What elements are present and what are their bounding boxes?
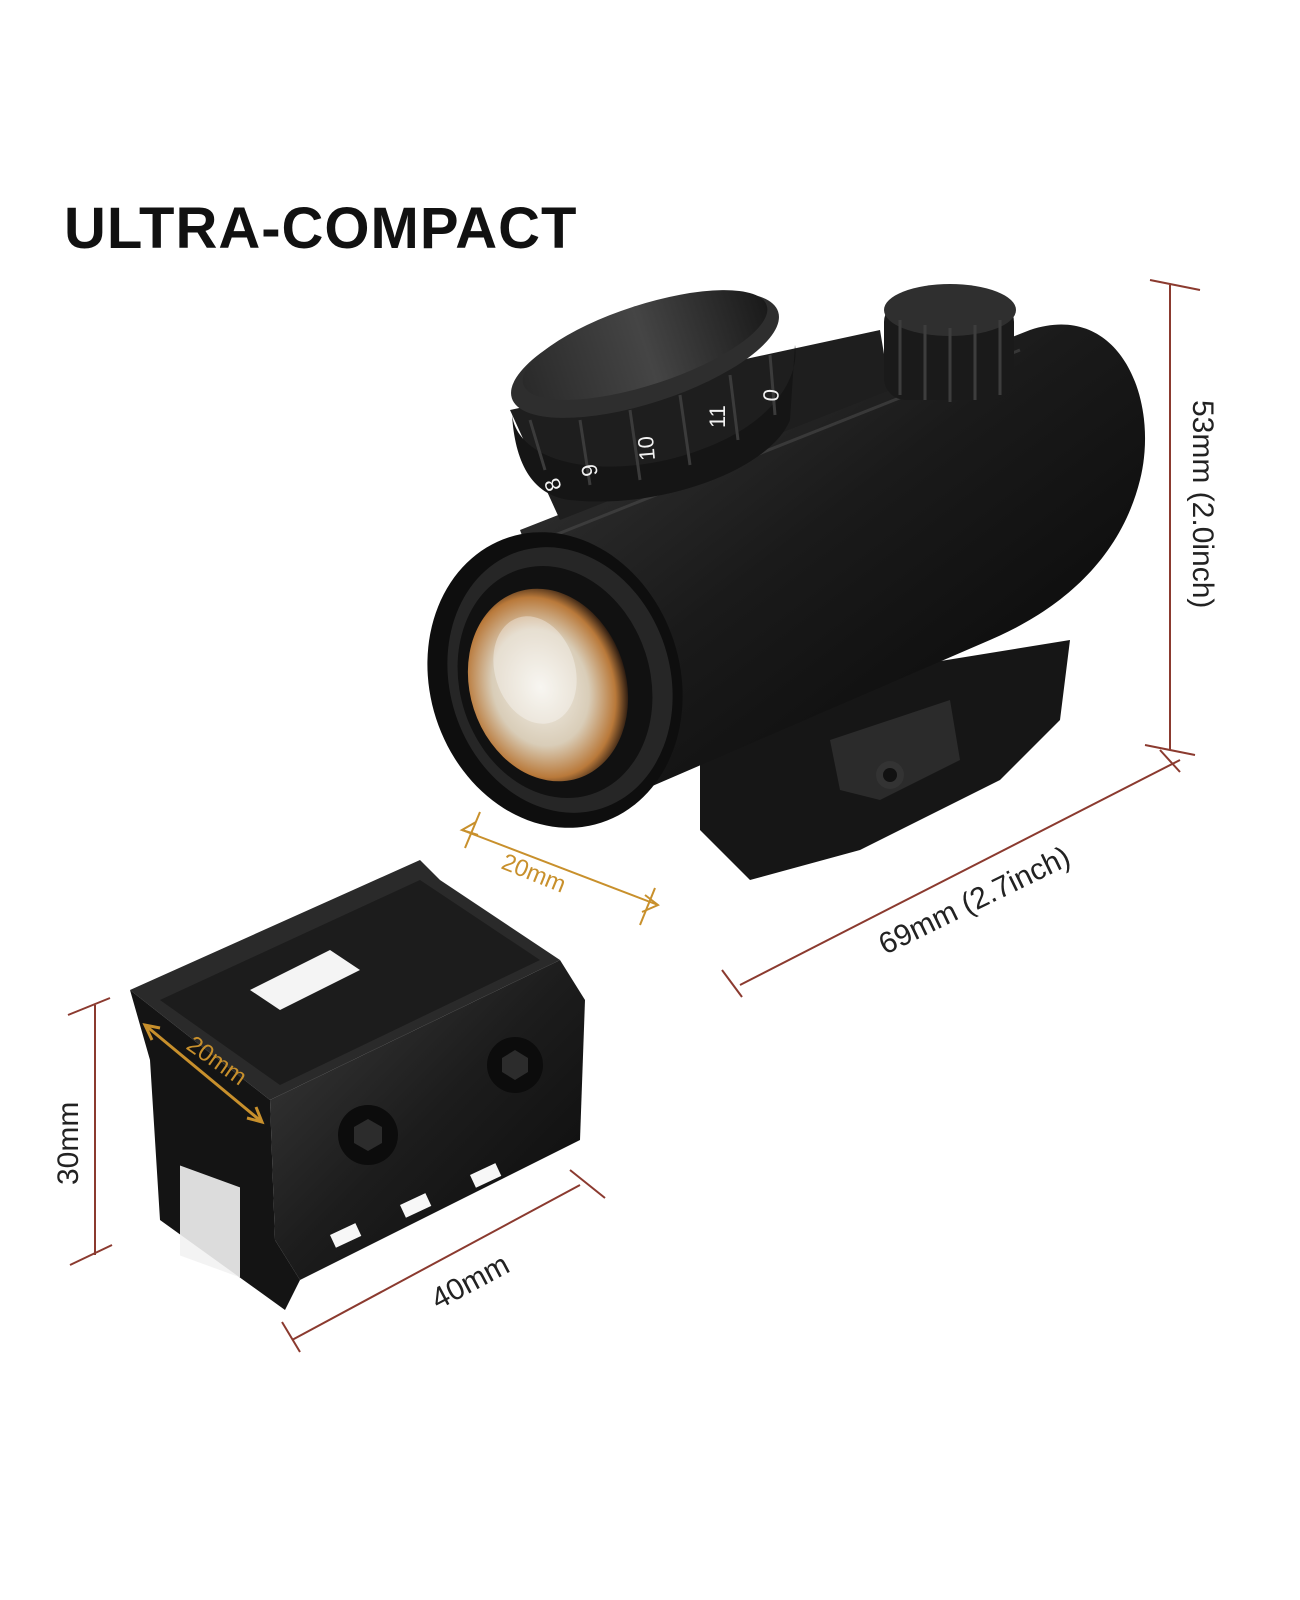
height-dimension-label: 53mm (2.0inch)	[1186, 400, 1219, 608]
red-dot-sight: 8 9 10 11 0	[427, 284, 1146, 880]
dial-number: 10	[633, 435, 660, 462]
dial-number: 11	[705, 405, 730, 428]
mount-height-dimension-label: 30mm	[52, 1102, 85, 1185]
turret-dial	[512, 345, 796, 502]
dial-number: 9	[576, 462, 603, 478]
dial-number: 0	[758, 388, 784, 402]
hex-screw	[487, 1037, 543, 1093]
mount-body	[130, 990, 300, 1310]
riser-mount	[130, 860, 585, 1310]
hex-screw	[338, 1105, 398, 1165]
objective-dimension-label: 20mm	[498, 849, 570, 899]
objective-lens	[467, 588, 629, 782]
headline: ULTRA-COMPACT	[64, 196, 578, 261]
dimension-lines	[67, 279, 1201, 1353]
mount-length-dimension-label: 40mm	[426, 1248, 515, 1316]
